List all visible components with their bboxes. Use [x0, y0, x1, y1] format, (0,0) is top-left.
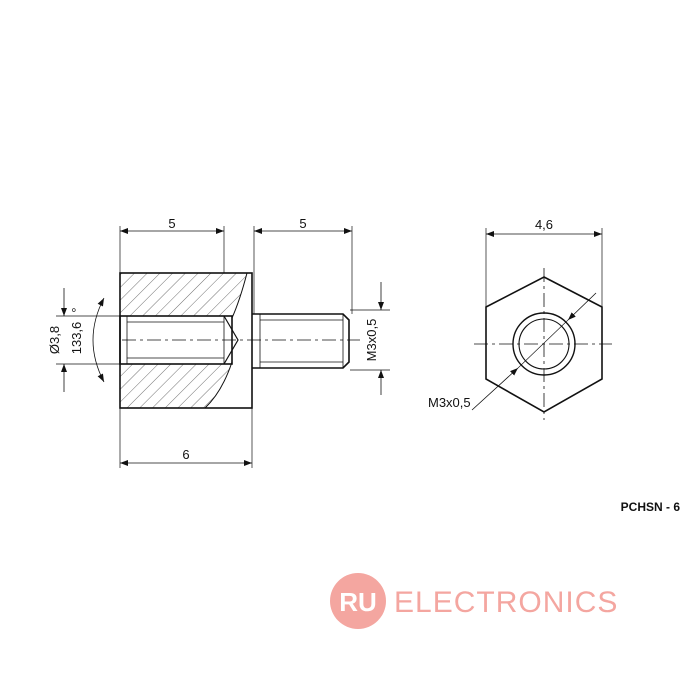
- dim-text-angle: 133,6: [69, 322, 84, 355]
- dim-text-thread-hex: M3x0,5: [428, 395, 471, 410]
- hatch-top: [120, 273, 247, 316]
- dim-text-thread-side: M3x0,5: [364, 319, 379, 362]
- watermark-text: ELECTRONICS: [394, 586, 618, 619]
- watermark: RU ELECTRONICS: [330, 573, 618, 629]
- dim-text-hex-width: 4,6: [535, 217, 553, 232]
- dim-text-angle-unit: °: [69, 307, 84, 312]
- dim-text-top-right: 5: [299, 216, 306, 231]
- dim-text-bottom: 6: [182, 447, 189, 462]
- stud-outline: [252, 313, 350, 369]
- part-code: PCHSN - 6: [621, 500, 681, 514]
- dim-text-top-left: 5: [168, 216, 175, 231]
- dim-arc-angle: [92, 297, 105, 383]
- hatch-bottom: [120, 364, 232, 408]
- thread-leader: [471, 367, 519, 411]
- watermark-badge: [330, 573, 386, 629]
- end-view: 4,6 M3x0,5: [428, 217, 612, 420]
- watermark-badge-text: RU: [339, 587, 377, 617]
- side-view: 5 5 6 Ø3,8 133,6 ° M3x0,5: [47, 216, 390, 468]
- drill-tip: [223, 315, 239, 365]
- dim-text-diameter: Ø3,8: [47, 326, 62, 354]
